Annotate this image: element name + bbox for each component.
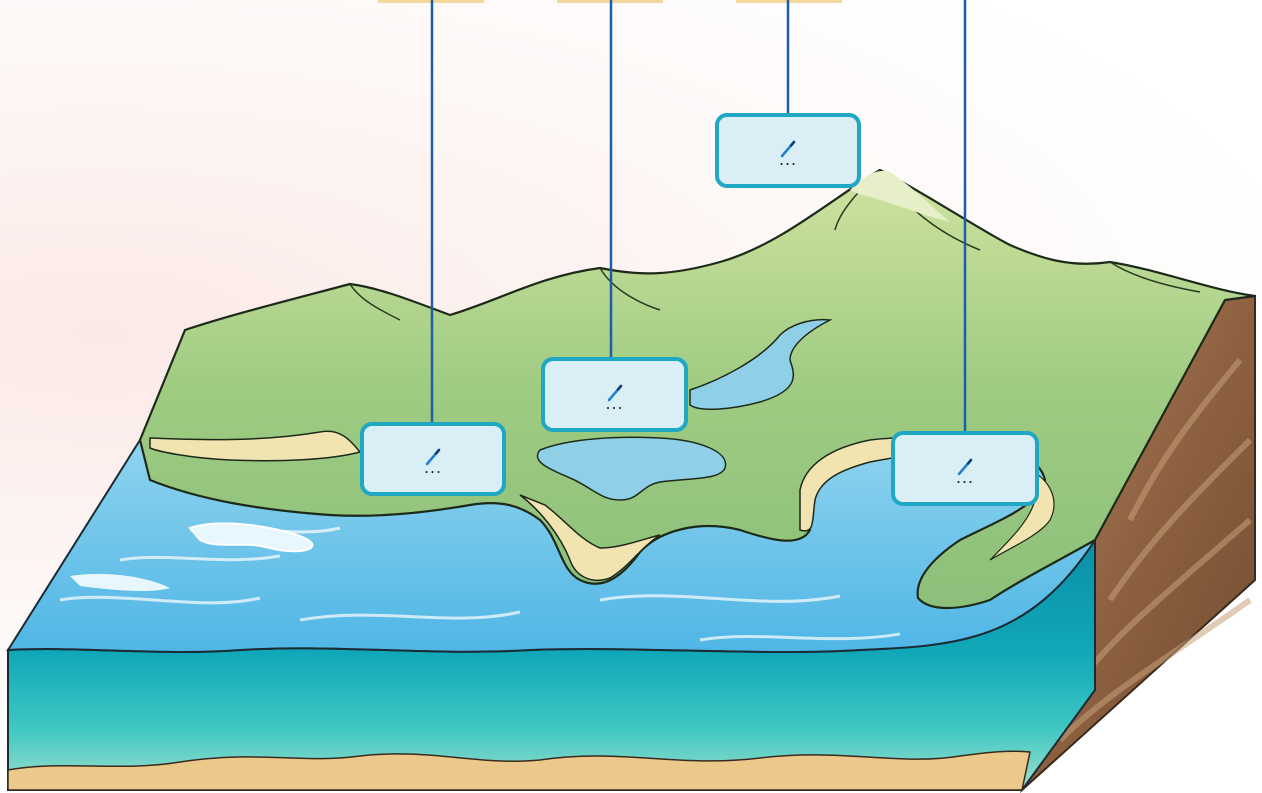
label-placeholder-text: ... [956, 472, 974, 482]
label-box-mountain[interactable]: ... [715, 113, 861, 188]
label-box-bay[interactable]: ... [541, 357, 688, 432]
label-placeholder-text: ... [779, 154, 797, 164]
label-box-beach[interactable]: ... [360, 422, 506, 496]
label-box-headland[interactable]: ... [891, 431, 1039, 506]
label-placeholder-text: ... [605, 398, 623, 408]
label-placeholder-text: ... [424, 462, 442, 472]
